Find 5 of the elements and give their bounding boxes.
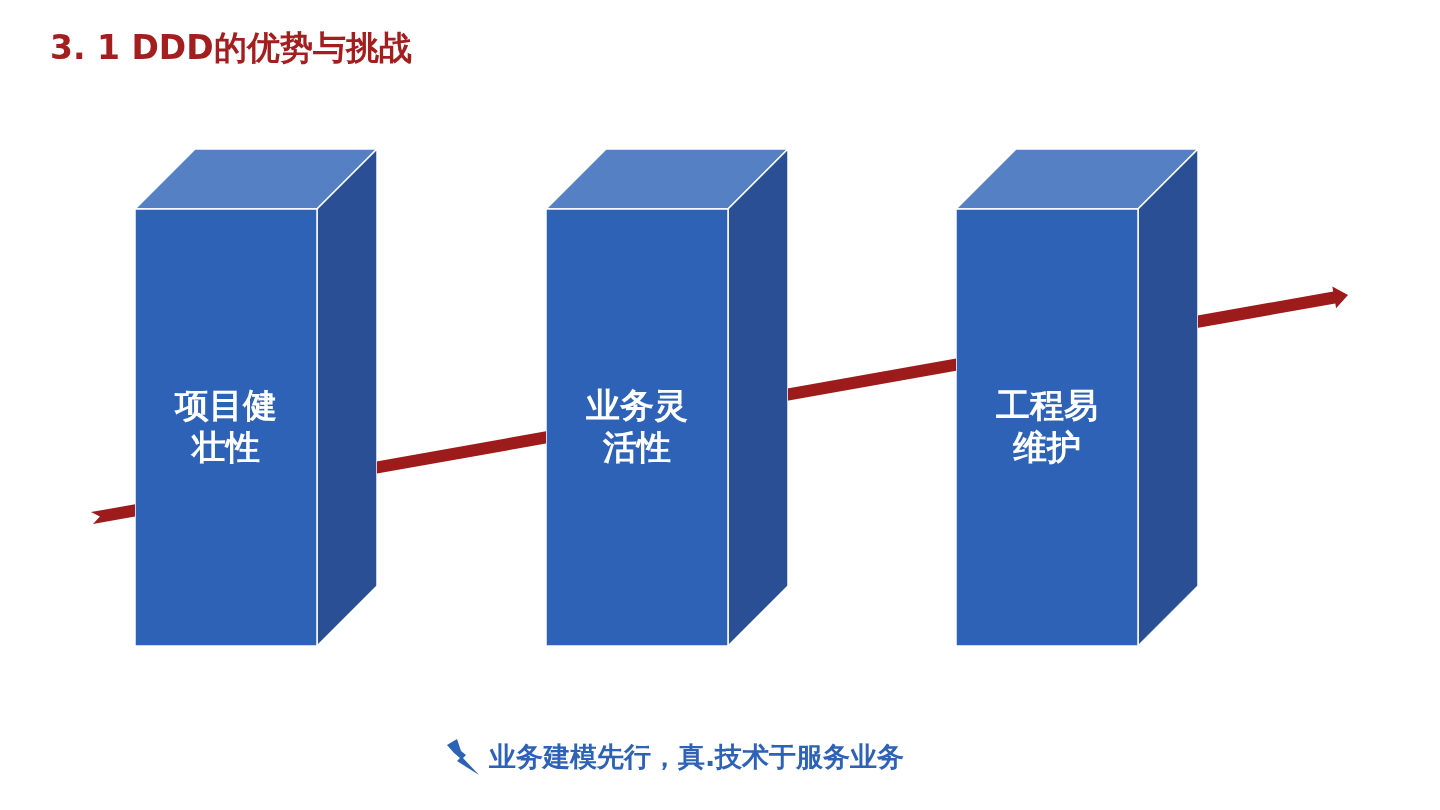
box-label: 工程易维护 [995,384,1099,468]
slide-title: 3. 1 DDD的优势与挑战 [50,27,412,69]
box-label: 业务灵活性 [585,384,689,468]
box-label: 项目健壮性 [173,384,278,468]
note-text: 业务建模先行，真.技术于服务业务 [489,740,905,774]
